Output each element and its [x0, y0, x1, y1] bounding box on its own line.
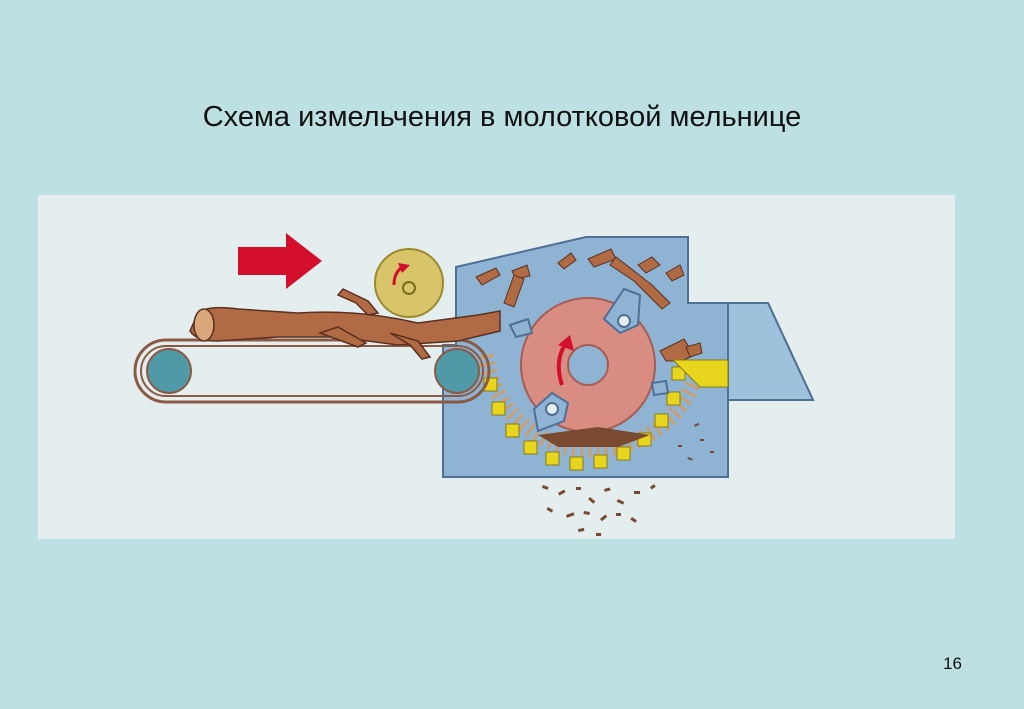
curved-arrow-icon: [556, 335, 574, 386]
hammer-mill-diagram: [38, 195, 955, 539]
hammer-mill-illustration: [133, 233, 815, 536]
grate-screen: [478, 354, 729, 471]
right-arrow-icon: [238, 233, 322, 289]
output-particles: [541, 422, 714, 536]
wood-log: [189, 288, 501, 360]
feed-roller: [374, 248, 444, 318]
page-number: 16: [943, 654, 962, 673]
slide-title: Схема измельчения в молотковой мельнице: [202, 101, 802, 133]
wood-chips-upper: [475, 248, 703, 362]
conveyor-belt: [133, 338, 491, 404]
crushed-material: [538, 427, 650, 447]
rotor: [508, 287, 670, 433]
right-pulley: [434, 348, 480, 394]
left-pulley: [146, 348, 192, 394]
